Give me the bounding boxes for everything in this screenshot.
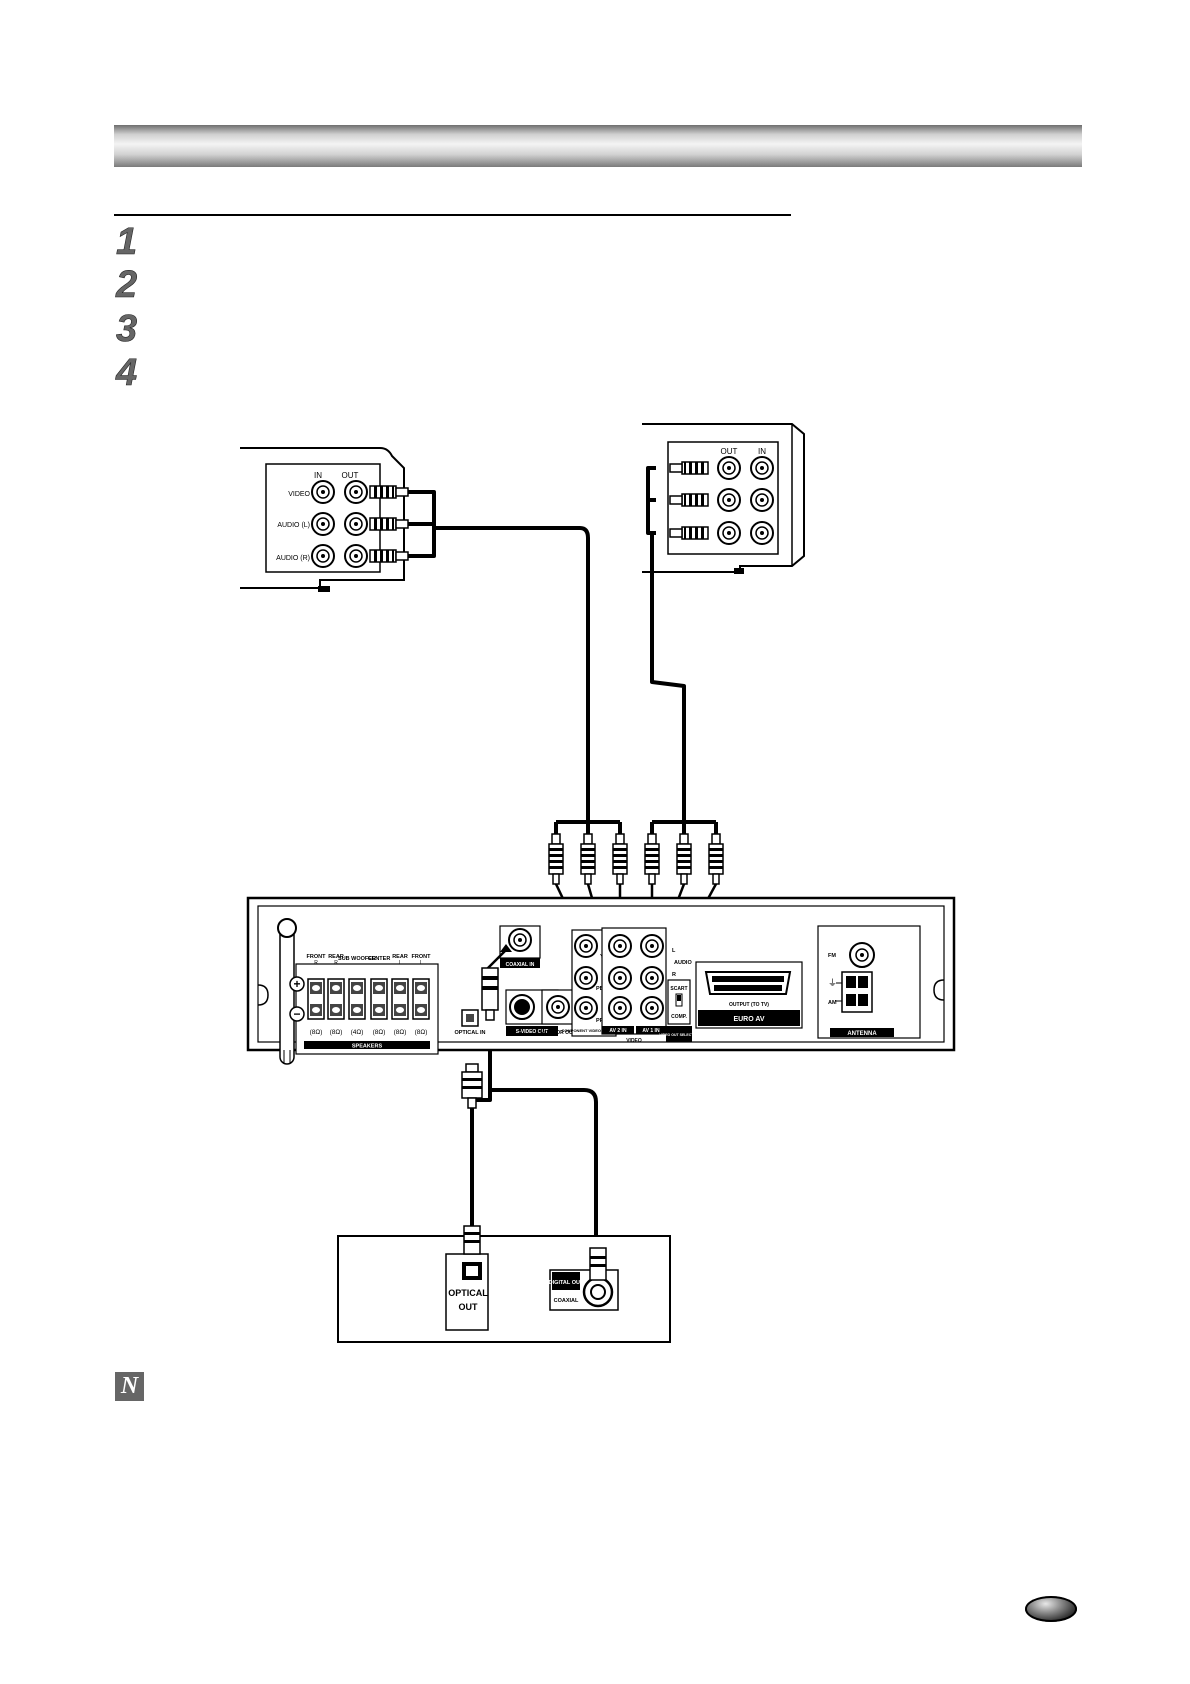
speaker-terminal — [391, 978, 409, 1020]
vcr-left-jack — [344, 480, 368, 504]
av1-in-label: AV 1 IN — [642, 1028, 660, 1034]
vcr-left-label-audio-l: AUDIO (L) — [277, 522, 310, 529]
step-number-3: 3 — [116, 308, 138, 350]
speaker-header-rear-r-sub: R — [334, 960, 338, 966]
monitor-out-label: MONITOR OUT — [540, 1030, 575, 1036]
speaker-terminal — [327, 978, 345, 1020]
speaker-impedance: (8Ω) — [373, 1029, 386, 1036]
antenna-label: ANTENNA — [847, 1031, 877, 1037]
component-pb-label: PB — [596, 986, 604, 992]
receiver-rear-panel: + − FRONT R REAR R SUB WOOFER CENTER REA… — [246, 896, 956, 1065]
component-out-label: COMPONENT VIDEO OUT — [561, 1028, 611, 1033]
tv-right-col-out: OUT — [721, 447, 738, 456]
vcr-left-jack — [344, 512, 368, 536]
speaker-header-front-l: FRONT — [412, 954, 432, 960]
rca-plug-row — [548, 833, 724, 885]
speaker-impedance: (8Ω) — [310, 1029, 323, 1036]
scart-label: SCART — [670, 986, 687, 992]
speaker-terminal — [307, 978, 325, 1020]
comp-label: COMP. — [671, 1014, 687, 1020]
source-device-panel: OPTICAL OUT DIGITAL OUT COAXIAL — [337, 1225, 671, 1343]
audio-l-label: L — [672, 948, 676, 954]
step-number-2: 2 — [116, 264, 138, 306]
cables — [408, 466, 718, 1250]
rca-plug — [669, 461, 709, 475]
speaker-header-front-l-sub: L — [420, 960, 423, 966]
audio-r-label: R — [672, 972, 676, 978]
speaker-header-rear-r: REAR — [328, 954, 344, 960]
tv-right-jack — [717, 456, 741, 480]
tv-right-jack — [750, 521, 774, 545]
tv-right-jack — [750, 456, 774, 480]
euro-av-label: EURO AV — [733, 1016, 764, 1023]
component-pr-label: PR — [596, 1018, 604, 1024]
speaker-header-rear-l-sub: L — [399, 960, 402, 966]
speaker-minus-sign: − — [293, 1007, 300, 1021]
vcr-left-jack — [311, 544, 335, 568]
fm-label: FM — [828, 953, 836, 959]
speaker-terminal — [348, 978, 366, 1020]
speaker-impedance: (8Ω) — [394, 1029, 407, 1036]
speaker-header-subwoofer: SUB WOOFER — [338, 956, 376, 962]
section-rule — [114, 214, 791, 216]
tv-right-col-in: IN — [758, 447, 766, 456]
vcr-left-label-video: VIDEO — [288, 491, 310, 498]
vcr-left-panel: IN OUT VIDEO AUDIO (L) AUDIO (R) — [240, 447, 409, 592]
rca-plug — [369, 485, 409, 499]
note-icon: N — [115, 1372, 144, 1401]
tv-right-jack — [717, 488, 741, 512]
ground-icon: ⏚ — [828, 978, 837, 988]
rca-plug — [669, 526, 709, 540]
step-number-4: 4 — [116, 352, 138, 394]
rca-plug — [369, 549, 409, 563]
vcr-left-label-audio-r: AUDIO (R) — [276, 555, 310, 562]
speaker-impedance: (8Ω) — [330, 1029, 343, 1036]
optical-out-line1: OPTICAL — [448, 1288, 488, 1298]
optical-in-label: OPTICAL IN — [454, 1030, 485, 1036]
svideo-out-label: S-VIDEO OUT — [516, 1029, 549, 1035]
am-label: AM — [828, 1000, 837, 1006]
video-group-label: VIDEO — [626, 1038, 642, 1044]
video-out-selector-label: VIDEO OUT SELECTOR — [659, 1033, 699, 1037]
page-number-badge — [1025, 1596, 1077, 1622]
vcr-left-jack — [311, 480, 335, 504]
section-header-bar — [114, 125, 1082, 167]
optical-out-line2: OUT — [459, 1302, 479, 1312]
speaker-impedance: (8Ω) — [415, 1029, 428, 1036]
vcr-left-jack — [311, 512, 335, 536]
speakers-label: SPEAKERS — [352, 1044, 383, 1050]
vcr-left-col-out: OUT — [342, 471, 359, 480]
vcr-left-jack — [344, 544, 368, 568]
coaxial-in-label: COAXIAL IN — [506, 962, 535, 968]
tv-right-panel: OUT IN — [642, 423, 805, 574]
rca-plug — [369, 517, 409, 531]
tv-right-jack — [717, 521, 741, 545]
speaker-header-front-r: FRONT — [307, 954, 327, 960]
speaker-header-front-r-sub: R — [314, 960, 318, 966]
step-number-1: 1 — [116, 221, 138, 263]
optical-plug-top — [461, 1063, 483, 1109]
tv-right-jack — [750, 488, 774, 512]
speaker-terminal — [412, 978, 430, 1020]
speaker-header-center: CENTER — [368, 956, 391, 962]
coaxial-out-label: COAXIAL — [554, 1298, 579, 1304]
speaker-plus-sign: + — [293, 977, 300, 991]
speaker-impedance: (4Ω) — [351, 1029, 364, 1036]
audio-label: AUDIO — [674, 960, 692, 966]
av2-in-label: AV 2 IN — [609, 1028, 627, 1034]
speaker-header-rear-l: REAR — [392, 954, 408, 960]
digital-out-label: DIGITAL OUT — [549, 1280, 584, 1286]
speaker-terminal — [370, 978, 388, 1020]
output-to-tv-label: OUTPUT (TO TV) — [729, 1002, 769, 1008]
rca-plug — [669, 493, 709, 507]
vcr-left-col-in: IN — [314, 471, 322, 480]
